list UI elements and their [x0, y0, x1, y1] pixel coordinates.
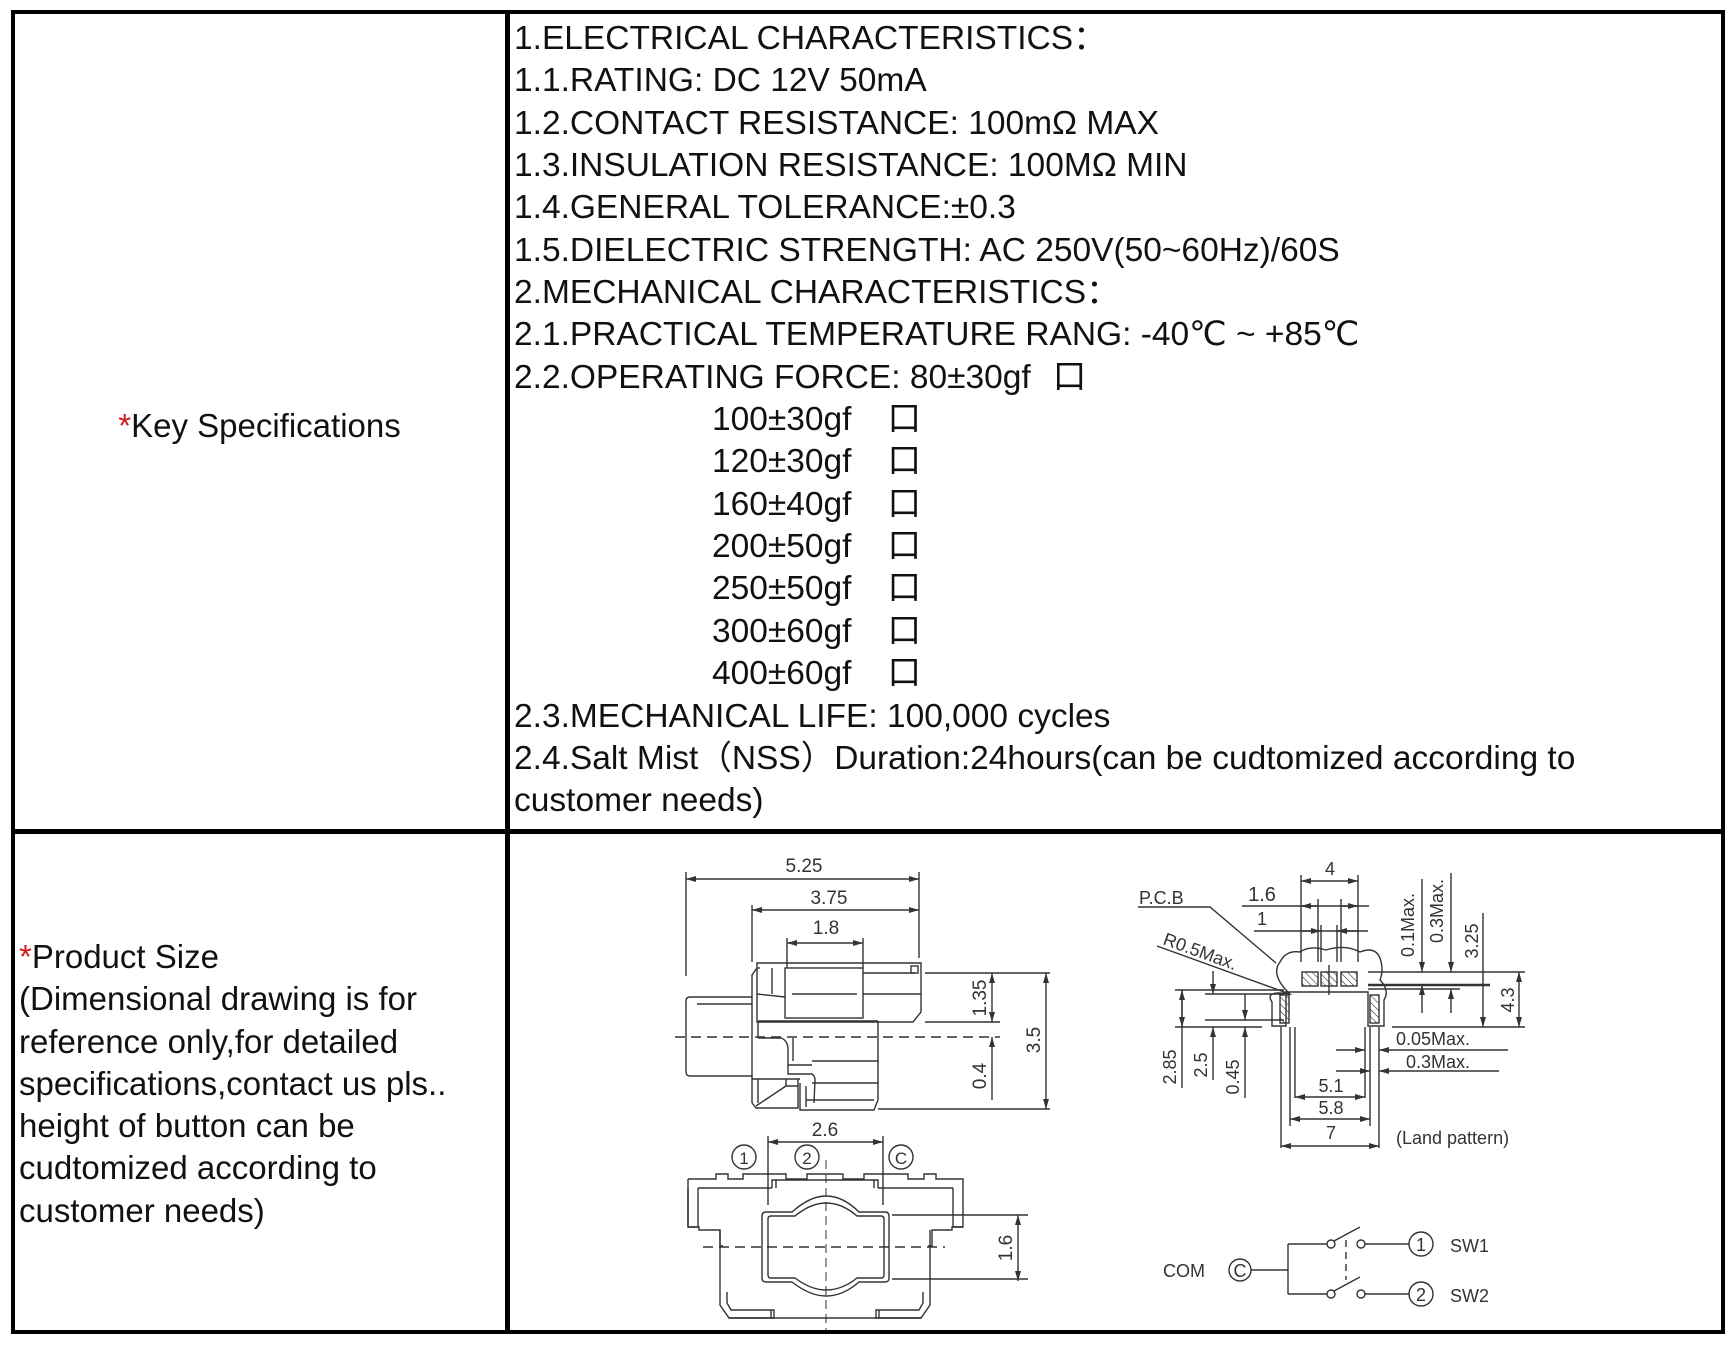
checkbox-icon[interactable]: 口: [887, 401, 921, 439]
force-value: 80±30gf: [909, 358, 1031, 396]
spec-line: 2.4.Salt Mist（NSS）Duration:24hours(can b…: [514, 739, 1576, 820]
spec-line: 2.MECHANICAL CHARACTERISTICS：: [514, 274, 1120, 312]
checkbox-icon[interactable]: 口: [887, 443, 921, 481]
force-value: 200±50gf: [712, 528, 852, 566]
product-size-note: specifications,contact us pls..: [19, 1064, 447, 1102]
checkbox-icon[interactable]: 口: [887, 528, 921, 566]
spec-line: 1.3.INSULATION RESISTANCE: 100MΩ MIN: [514, 147, 1188, 185]
operating-force-option: 160±40gf 口: [514, 484, 1719, 526]
spec-line: 1.1.RATING: DC 12V 50mA: [514, 62, 927, 100]
operating-force-option: 250±50gf 口: [514, 568, 1719, 610]
product-size-note: (Dimensional drawing is for: [19, 980, 417, 1018]
key-specifications-title: Key Specifications: [131, 407, 401, 444]
key-specifications-label: *Key Specifications: [14, 405, 505, 447]
column-divider: [505, 10, 510, 1334]
force-value: 300±60gf: [712, 612, 852, 650]
product-size-note: cudtomized according to: [19, 1149, 377, 1187]
spec-line: 1.ELECTRICAL CHARACTERISTICS：: [514, 20, 1107, 57]
product-size-note: reference only,for detailed: [19, 1022, 399, 1060]
spec-line: 1.2.CONTACT RESISTANCE: 100mΩ MAX: [514, 104, 1159, 142]
operating-force-label: 2.2.OPERATING FORCE:: [514, 358, 910, 396]
product-size-note: customer needs): [19, 1191, 265, 1229]
required-star-icon: *: [19, 938, 32, 975]
operating-force-option: 400±60gf 口: [514, 653, 1719, 695]
operating-force-option: 200±50gf 口: [514, 526, 1719, 568]
required-star-icon: *: [118, 407, 132, 444]
operating-force-option: 120±30gf 口: [514, 441, 1719, 483]
checkbox-icon[interactable]: 口: [887, 612, 921, 650]
row-divider: [11, 829, 1725, 834]
spec-line: 1.5.DIELECTRIC STRENGTH: AC 250V(50~60Hz…: [514, 231, 1340, 269]
spec-line: 2.3.MECHANICAL LIFE: 100,000 cycles: [514, 697, 1111, 735]
product-size-title: Product Size: [31, 938, 219, 975]
spec-table: [11, 10, 1725, 1334]
force-value: 400±60gf: [712, 655, 852, 693]
force-value: 160±40gf: [712, 485, 852, 523]
checkbox-icon[interactable]: 口: [887, 485, 921, 523]
checkbox-icon[interactable]: 口: [1052, 358, 1087, 396]
spec-line: 1.4.GENERAL TOLERANCE:±0.3: [514, 189, 1016, 227]
force-value: 120±30gf: [712, 443, 852, 481]
spec-line: 2.1.PRACTICAL TEMPERATURE RANG: -40℃ ~ +…: [514, 316, 1360, 354]
operating-force-option: 2.2.OPERATING FORCE: 80±30gf 口: [514, 357, 1719, 399]
force-value: 100±30gf: [712, 401, 852, 439]
spec-list: 1.ELECTRICAL CHARACTERISTICS： 1.1.RATING…: [514, 18, 1719, 823]
operating-force-option: 300±60gf 口: [514, 611, 1719, 653]
operating-force-option: 100±30gf 口: [514, 399, 1719, 441]
product-size-label: *Product Size (Dimensional drawing is fo…: [19, 936, 499, 1232]
checkbox-icon[interactable]: 口: [887, 570, 921, 608]
force-value: 250±50gf: [712, 570, 852, 608]
checkbox-icon[interactable]: 口: [887, 655, 921, 693]
product-size-note: height of button can be: [19, 1107, 355, 1145]
